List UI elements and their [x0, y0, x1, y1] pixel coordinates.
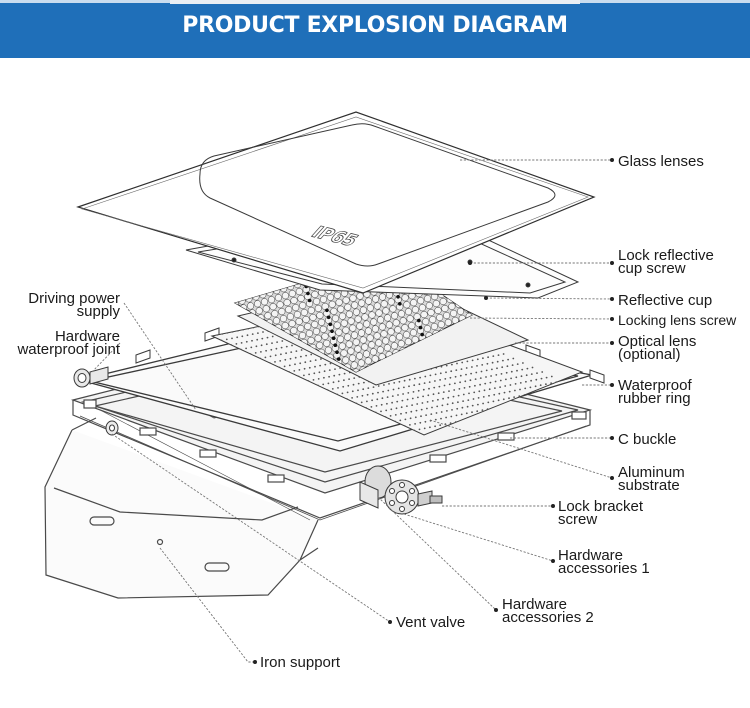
- bracket-hardware: [359, 465, 443, 515]
- label-c-buckle: C buckle: [618, 431, 677, 448]
- label-locking-lens-screw: Locking lens screw: [618, 312, 737, 328]
- iron-support: [44, 417, 319, 599]
- vent-valve-part: [105, 420, 119, 436]
- label-glass-lenses: Glass lenses: [618, 153, 704, 170]
- leader-dots: [253, 158, 614, 664]
- label-reflective-cup: Reflective cup: [618, 292, 713, 309]
- waterproof-joint-part: [73, 366, 109, 388]
- label-iron-support: Iron support: [260, 654, 341, 671]
- header-banner: PRODUCT EXPLOSION DIAGRAM: [0, 0, 750, 58]
- glass-lens-part: IP65: [76, 111, 596, 294]
- page-title: PRODUCT EXPLOSION DIAGRAM: [182, 13, 568, 38]
- label-optical-lens: Optical lens(optional): [618, 333, 697, 363]
- leader-lines: [91, 159, 613, 663]
- explosion-diagram: IP65: [44, 111, 614, 664]
- header-banner-background: [0, 0, 750, 58]
- label-vent-valve: Vent valve: [396, 614, 466, 631]
